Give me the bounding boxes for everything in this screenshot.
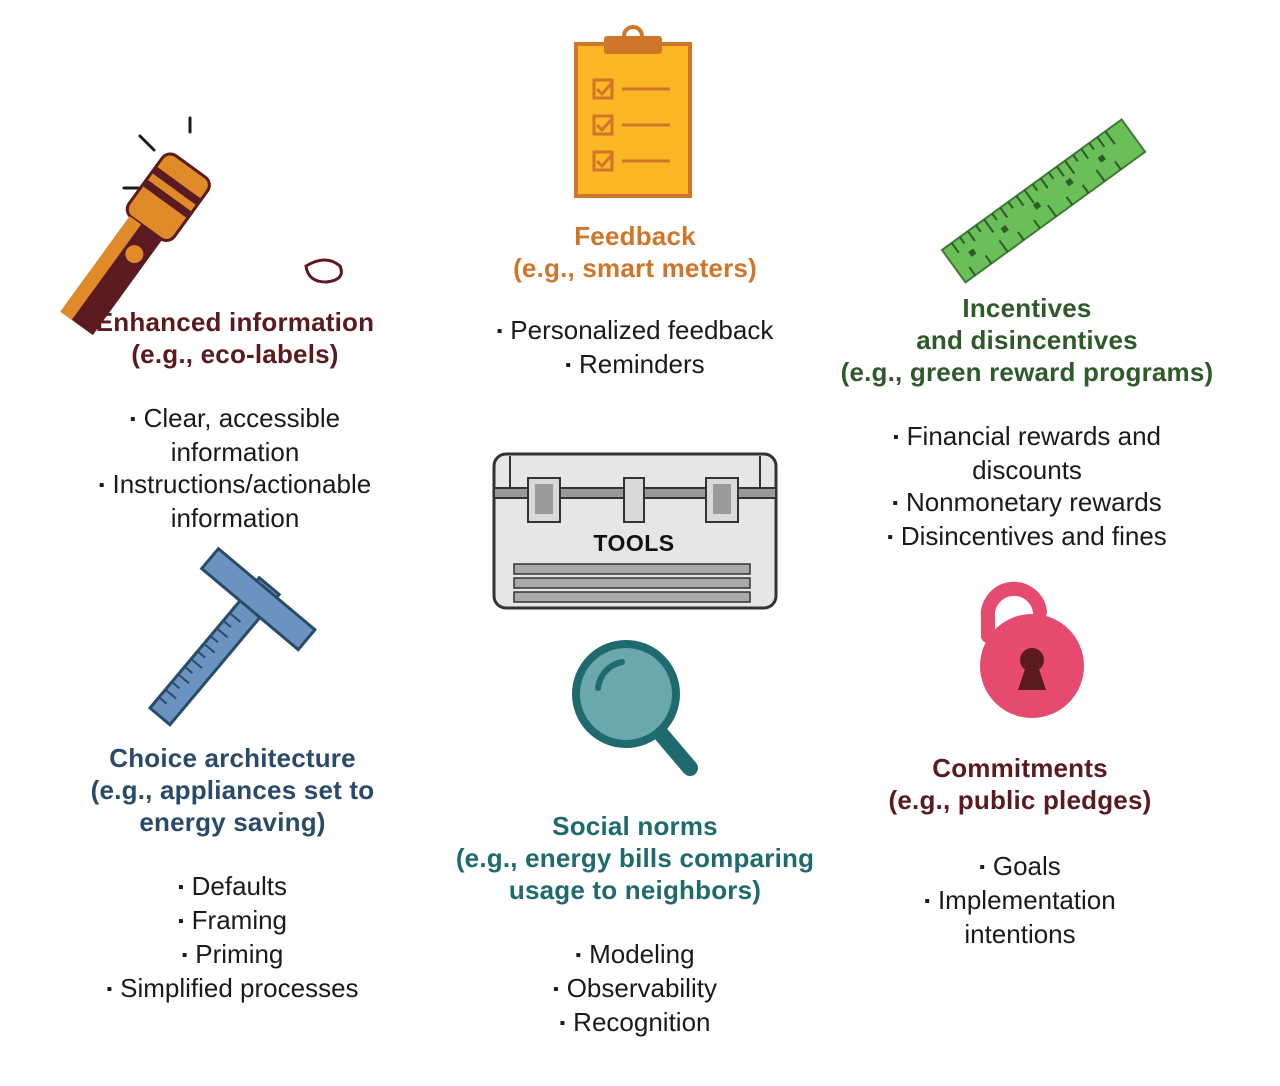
bullet-item: Priming xyxy=(60,938,405,972)
bullet-list: Defaults Framing Priming Simplified proc… xyxy=(60,870,405,1006)
group-feedback: Feedback (e.g., smart meters) Personaliz… xyxy=(460,220,810,382)
bullet-item: Clear, accessible information xyxy=(110,402,360,468)
group-social-norms: Social norms (e.g., energy bills compari… xyxy=(430,810,840,1040)
bullet-item: Personalized feedback xyxy=(460,314,810,348)
group-incentives: Incentives and disincentives (e.g., gree… xyxy=(812,292,1242,554)
group-choice-architecture: Choice architecture (e.g., appliances se… xyxy=(60,742,405,1006)
group-title: Incentives and disincentives (e.g., gree… xyxy=(840,293,1214,387)
magnifying-glass-icon xyxy=(572,640,698,776)
bullet-item: Modeling xyxy=(430,938,840,972)
group-title: Feedback (e.g., smart meters) xyxy=(513,221,757,283)
bullet-item: Defaults xyxy=(60,870,405,904)
bullet-item: Framing xyxy=(60,904,405,938)
group-enhanced-information: Enhanced information (e.g., eco-labels) … xyxy=(60,306,410,534)
bullet-item: Reminders xyxy=(460,348,810,382)
bullet-item: Recognition xyxy=(430,1006,840,1040)
toolbox-icon xyxy=(492,452,778,610)
bullet-list: Modeling Observability Recognition xyxy=(430,938,840,1040)
bullet-item: Goals xyxy=(850,850,1190,884)
ruler-icon xyxy=(940,118,1147,284)
toolbox-label: TOOLS xyxy=(593,530,675,556)
bullet-item: Simplified processes xyxy=(60,972,405,1006)
padlock-icon xyxy=(980,581,1084,718)
bullet-list: Clear, accessible information Instructio… xyxy=(60,402,410,534)
bullet-list: Financial rewards and discounts Nonmonet… xyxy=(812,420,1242,554)
bullet-item: Nonmonetary rewards xyxy=(812,486,1242,520)
flashlight-icon xyxy=(60,116,343,336)
clipboard-icon xyxy=(574,25,692,198)
bullet-item: Implementation intentions xyxy=(905,884,1135,950)
group-title: Enhanced information (e.g., eco-labels) xyxy=(95,307,375,369)
group-title: Commitments (e.g., public pledges) xyxy=(888,753,1152,815)
bullet-list: Goals Implementation intentions xyxy=(850,850,1190,950)
group-title: Choice architecture (e.g., appliances se… xyxy=(90,743,375,837)
bullet-item: Financial rewards and discounts xyxy=(877,420,1177,486)
t-square-icon xyxy=(147,546,318,727)
bullet-item: Instructions/actionable information xyxy=(60,468,410,534)
bullet-list: Personalized feedback Reminders xyxy=(460,314,810,382)
group-title: Social norms (e.g., energy bills compari… xyxy=(455,811,815,905)
group-commitments: Commitments (e.g., public pledges) Goals… xyxy=(850,752,1190,950)
bullet-item: Observability xyxy=(430,972,840,1006)
bullet-item: Disincentives and fines xyxy=(812,520,1242,554)
